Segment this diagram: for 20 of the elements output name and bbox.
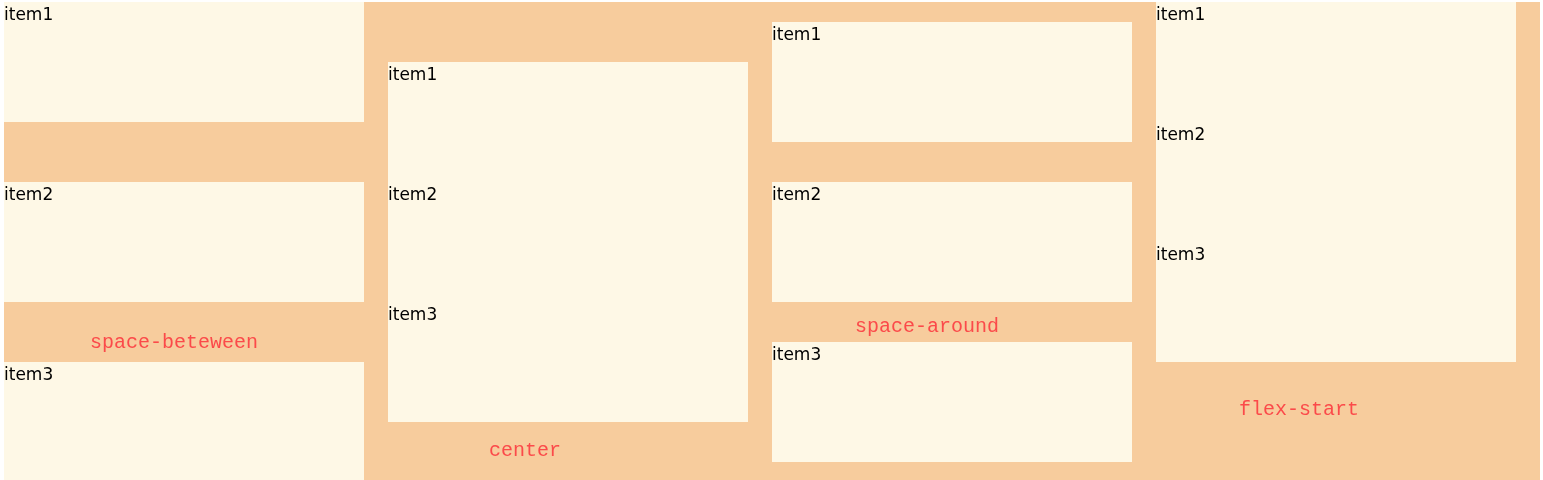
flex-item: item3 — [4, 362, 364, 480]
flex-item: item3 — [772, 342, 1132, 462]
container-caption: center — [489, 439, 561, 463]
flex-item: item1 — [772, 22, 1132, 142]
flex-item: item1 — [1156, 2, 1516, 122]
flex-container — [4, 2, 364, 480]
flex-item: item2 — [1156, 122, 1516, 242]
flex-container — [772, 2, 1156, 480]
flex-item: item2 — [772, 182, 1132, 302]
container-caption: space-beteween — [90, 331, 258, 355]
flex-item: item1 — [388, 62, 748, 182]
container-caption: space-around — [855, 315, 999, 339]
container-caption: flex-start — [1239, 398, 1359, 422]
flex-item: item1 — [4, 2, 364, 122]
flex-item: item2 — [4, 182, 364, 302]
flex-item: item3 — [1156, 242, 1516, 362]
flex-item: item2 — [388, 182, 748, 302]
flex-container — [364, 2, 772, 480]
flex-item: item3 — [388, 302, 748, 422]
flex-container — [1156, 2, 1540, 480]
